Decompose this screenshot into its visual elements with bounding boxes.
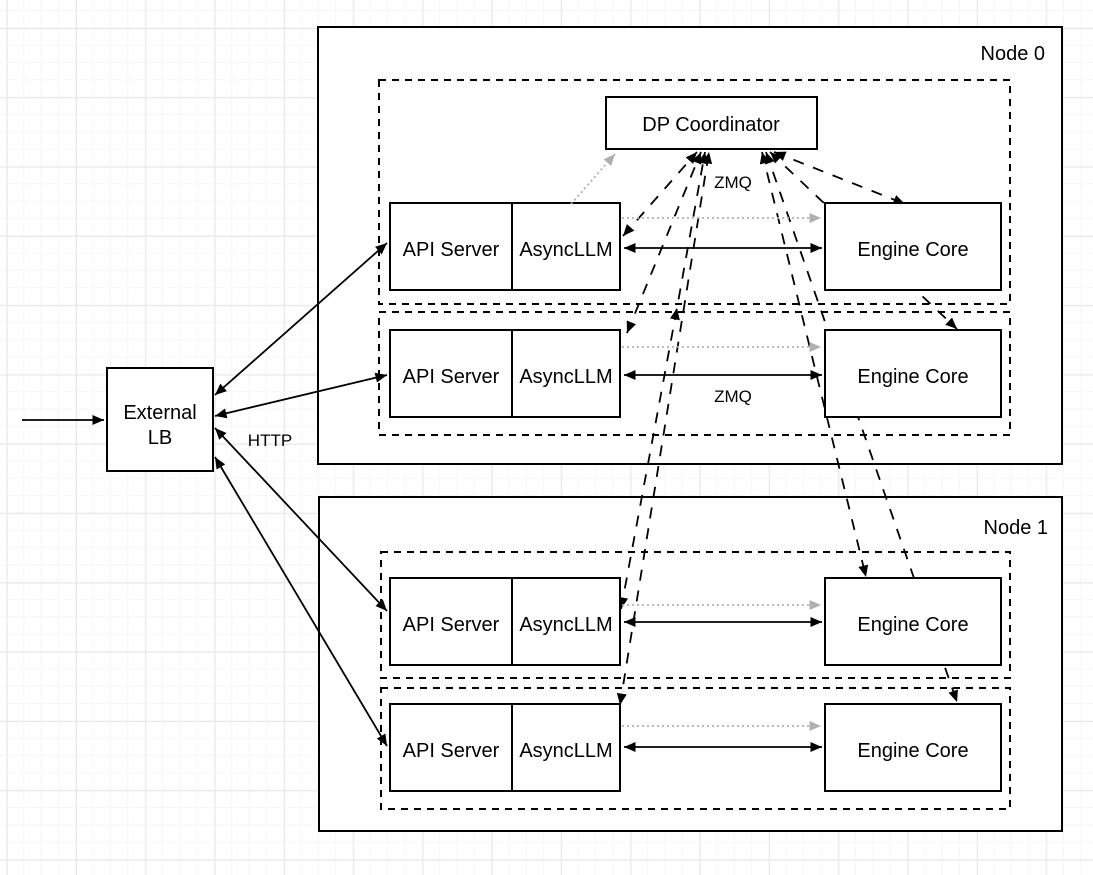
node1-label: Node 1 (984, 517, 1049, 539)
dp-coordinator-box (605, 96, 818, 150)
api-asyncllm-box-n0r2 (389, 329, 621, 418)
engine-core-label-n1r2: Engine Core (857, 740, 968, 762)
engine-core-label-n1r1: Engine Core (857, 614, 968, 636)
external-lb-label-line1: External (123, 402, 196, 424)
http-link-lb-api-n0r1 (214, 242, 388, 396)
zmq-edge-label-row2: ZMQ (714, 387, 752, 406)
asyncllm-label-n0r2: AsyncLLM (519, 366, 612, 388)
node0-label: Node 0 (981, 43, 1046, 65)
api-server-label-n0r1: API Server (403, 239, 500, 261)
engine-core-box-n0r1 (824, 202, 1002, 291)
dp-coordinator-label: DP Coordinator (642, 114, 780, 136)
http-link-lb-api-n1r2 (214, 456, 388, 747)
asyncllm-label-n1r1: AsyncLLM (519, 614, 612, 636)
zmq-edge-label-row1: ZMQ (714, 173, 752, 192)
api-asyncllm-box-n1r1 (389, 577, 621, 666)
engine-core-box-n1r2 (824, 703, 1002, 792)
http-edge-label: HTTP (248, 431, 292, 450)
dotted-link-asyncllm-coordinator (570, 153, 616, 205)
asyncllm-label-n0r1: AsyncLLM (519, 239, 612, 261)
engine-core-box-n0r2 (824, 329, 1002, 418)
asyncllm-label-n1r2: AsyncLLM (519, 740, 612, 762)
api-server-label-n0r2: API Server (403, 366, 500, 388)
http-link-lb-api-n0r2 (214, 372, 388, 419)
api-asyncllm-box-n1r2 (389, 703, 621, 792)
external-lb-label-line2: LB (148, 427, 172, 449)
engine-core-box-n1r1 (824, 577, 1002, 666)
api-asyncllm-box-n0r1 (389, 202, 621, 291)
api-server-label-n1r1: API Server (403, 614, 500, 636)
external-lb-box (106, 367, 214, 472)
engine-core-label-n0r1: Engine Core (857, 239, 968, 261)
engine-core-label-n0r2: Engine Core (857, 366, 968, 388)
api-server-label-n1r2: API Server (403, 740, 500, 762)
